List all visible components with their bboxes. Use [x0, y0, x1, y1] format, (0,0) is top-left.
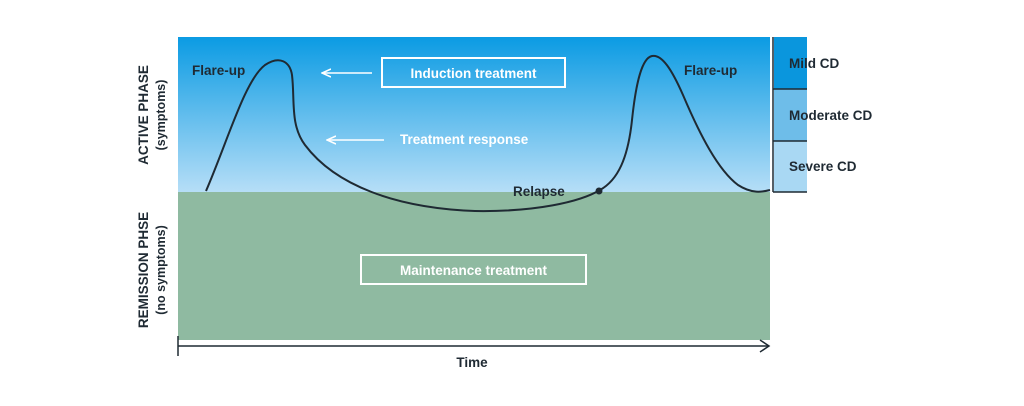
legend-severe-label: Severe CD: [789, 159, 857, 174]
disease-course-curve: [205, 54, 771, 213]
time-axis-label: Time: [456, 355, 488, 370]
relapse-label: Relapse: [513, 184, 565, 199]
maintenance-treatment-box: [360, 254, 587, 285]
active-phase-title: ACTIVE PHASE: [136, 65, 151, 165]
active-phase-area: [178, 37, 770, 192]
legend-mild-swatch: [774, 37, 807, 89]
legend-severe-swatch: [774, 141, 807, 192]
time-axis-arrowhead: [759, 339, 771, 353]
legend-mild-label: Mild CD: [789, 56, 839, 71]
flare-up-left-label: Flare-up: [192, 63, 245, 78]
active-phase-subtitle: (symptoms): [154, 80, 168, 151]
remission-phase-area: [178, 192, 770, 340]
induction-treatment-box: [381, 57, 566, 88]
legend-moderate-swatch: [774, 89, 807, 141]
legend-moderate-label: Moderate CD: [789, 108, 873, 123]
induction-treatment-label: Induction treatment: [410, 66, 537, 81]
relapse-point-marker: [595, 187, 603, 195]
flare-up-right-label: Flare-up: [684, 63, 737, 78]
maintenance-treatment-label: Maintenance treatment: [400, 263, 548, 278]
remission-phase-title: REMISSION PHSE: [136, 212, 151, 328]
remission-phase-subtitle: (no symptoms): [154, 225, 168, 315]
treatment-response-label: Treatment response: [400, 132, 529, 147]
